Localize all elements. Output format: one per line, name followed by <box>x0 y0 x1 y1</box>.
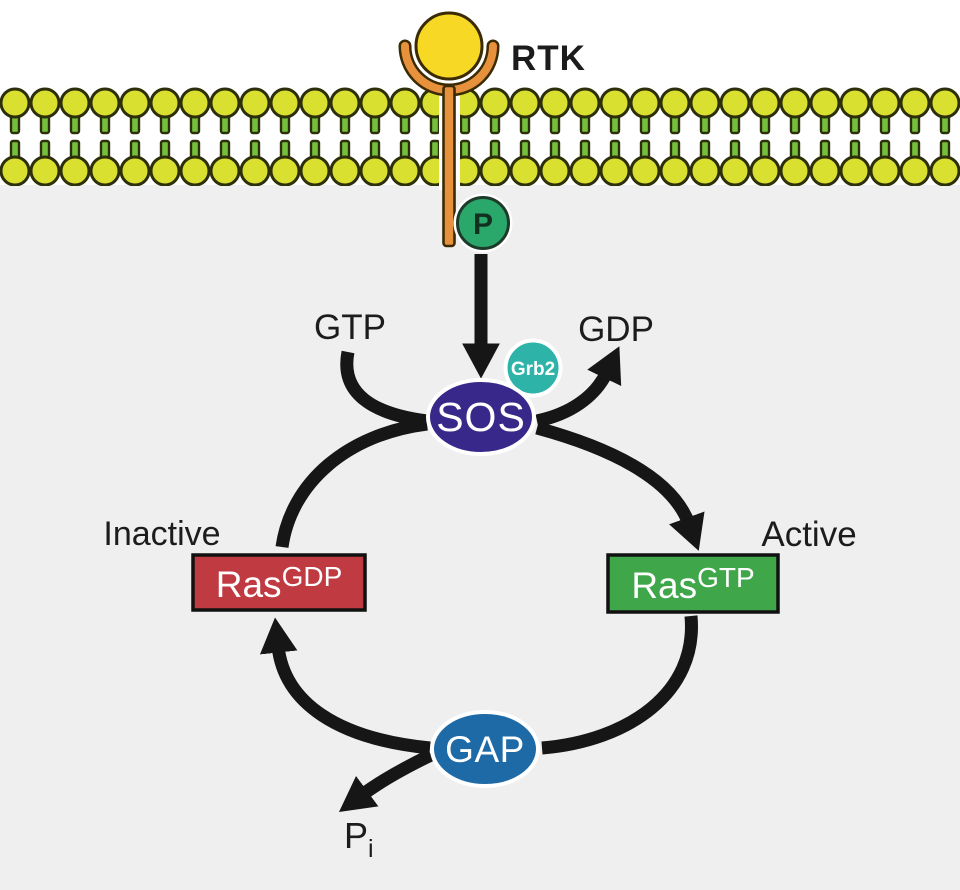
gap-node: GAP <box>430 710 540 788</box>
gap-ellipse <box>430 710 540 788</box>
gap-label: GAP <box>445 729 525 770</box>
receptor-stem <box>442 84 456 248</box>
ras-gdp-box: RasGDP <box>191 553 367 612</box>
sos-ellipse <box>426 378 536 456</box>
pathway-arrows <box>259 254 705 812</box>
sos-label: SOS <box>436 394 526 440</box>
rtk-receptor <box>398 11 500 248</box>
phosphate-badge: P <box>453 193 513 253</box>
ras-gtp-label: RasGTP <box>631 562 754 606</box>
gdp-out-arrow <box>535 346 622 428</box>
ras-gtp-box: RasGTP <box>606 553 780 614</box>
rtk-label: RTK <box>511 39 586 78</box>
inactive-label: Inactive <box>103 515 220 553</box>
sos-node: SOS <box>426 378 536 456</box>
rasgtp-to-gap-arc <box>541 615 698 755</box>
grb2-label: Grb2 <box>511 359 555 380</box>
rasgdp-to-sos-arc <box>275 417 428 549</box>
phosphate-label: P <box>473 208 493 241</box>
phosphate-circle <box>456 196 510 250</box>
sos-to-rasgtp-arc <box>535 421 705 551</box>
ras-gdp-label: RasGDP <box>216 561 343 605</box>
grb2-circle <box>503 338 563 398</box>
gap-to-rasgdp-arc <box>259 617 431 755</box>
gdp-label: GDP <box>578 310 654 349</box>
pi-label: Pi <box>344 815 374 863</box>
pi-out-arrow <box>338 749 434 812</box>
grb2-node: Grb2 <box>503 338 563 398</box>
plasma-membrane <box>0 86 960 186</box>
ras-gdp-rect <box>191 553 367 612</box>
gtp-in-arrow <box>340 350 428 428</box>
gtp-label: GTP <box>314 308 386 347</box>
active-label: Active <box>761 515 856 554</box>
ligand-circle <box>414 11 484 81</box>
ras-gtp-rect <box>606 553 780 614</box>
